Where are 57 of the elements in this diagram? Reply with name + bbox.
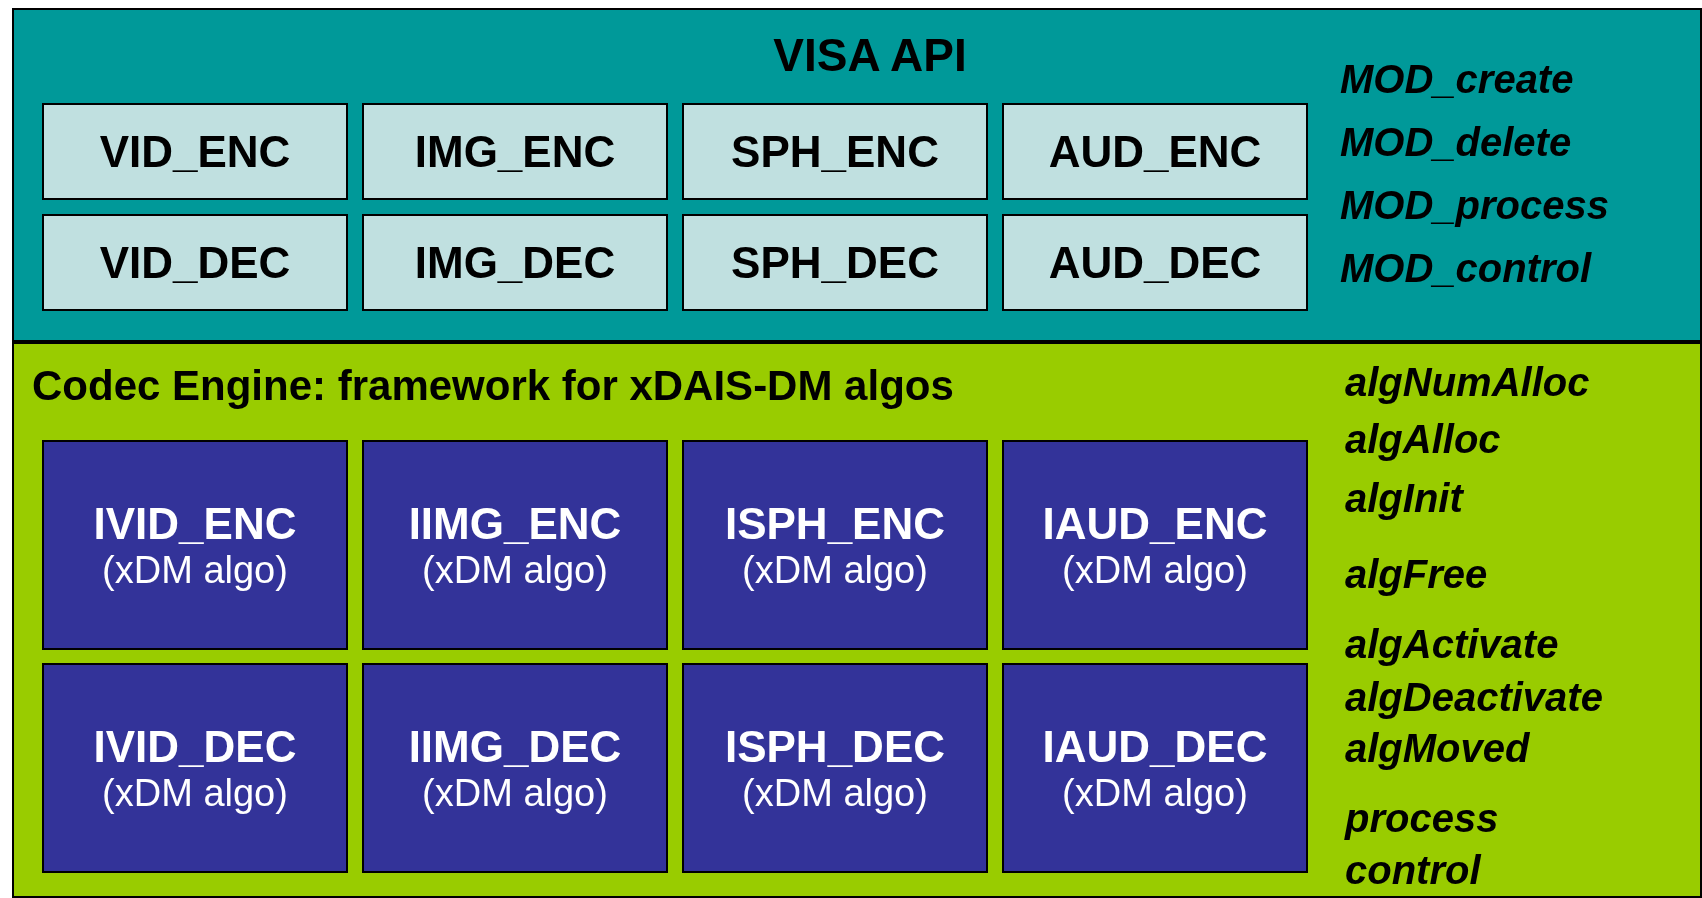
module-note: (xDM algo)	[422, 771, 608, 815]
module-box	[42, 663, 348, 873]
module-name: IIMG_DEC	[408, 721, 622, 772]
module-note: (xDM algo)	[422, 548, 608, 592]
function-name: algAlloc	[1345, 416, 1501, 462]
module-name: IIMG_ENC	[408, 498, 622, 549]
function-name: algDeactivate	[1345, 674, 1603, 720]
module-note: (xDM algo)	[1062, 771, 1248, 815]
module-box	[42, 440, 348, 650]
module-name: IAUD_DEC	[1042, 721, 1268, 772]
module-box	[42, 103, 348, 200]
module-name: IVID_ENC	[93, 498, 297, 549]
module-name: AUD_ENC	[1048, 126, 1262, 177]
function-name: algNumAlloc	[1345, 359, 1590, 405]
module-name: SPH_DEC	[731, 237, 939, 288]
layer-band	[12, 8, 1702, 342]
module-name: ISPH_ENC	[724, 498, 946, 549]
function-name: algFree	[1345, 551, 1488, 597]
function-name: process	[1345, 795, 1499, 841]
module-box	[1002, 103, 1308, 200]
module-note: (xDM algo)	[102, 548, 288, 592]
module-name: AUD_DEC	[1048, 237, 1262, 288]
layer-band	[12, 342, 1702, 898]
function-name: control	[1345, 847, 1481, 893]
module-name: SPH_ENC	[731, 126, 939, 177]
module-name: VID_ENC	[99, 126, 291, 177]
module-box	[1002, 214, 1308, 311]
function-name: algActivate	[1345, 621, 1559, 667]
function-name: algInit	[1345, 475, 1463, 521]
module-name: ISPH_DEC	[724, 721, 946, 772]
module-box	[682, 103, 988, 200]
module-box	[362, 103, 668, 200]
function-name: MOD_process	[1340, 182, 1609, 228]
module-box	[362, 214, 668, 311]
module-box	[362, 663, 668, 873]
module-box	[682, 440, 988, 650]
module-box	[1002, 663, 1308, 873]
module-box	[362, 440, 668, 650]
module-name: IAUD_ENC	[1042, 498, 1268, 549]
module-note: (xDM algo)	[742, 771, 928, 815]
module-name: IMG_DEC	[414, 237, 616, 288]
layer-title: VISA API	[773, 28, 967, 82]
module-note: (xDM algo)	[742, 548, 928, 592]
module-name: IMG_ENC	[414, 126, 616, 177]
function-name: MOD_delete	[1340, 119, 1572, 165]
module-name: IVID_DEC	[93, 721, 297, 772]
module-box	[42, 214, 348, 311]
module-box	[1002, 440, 1308, 650]
function-name: algMoved	[1345, 725, 1530, 771]
function-name: MOD_control	[1340, 245, 1592, 291]
layer-title: Codec Engine: framework for xDAIS-DM algos	[32, 362, 954, 410]
module-box	[682, 663, 988, 873]
function-name: MOD_create	[1340, 56, 1574, 102]
module-note: (xDM algo)	[1062, 548, 1248, 592]
module-box	[682, 214, 988, 311]
module-name: VID_DEC	[99, 237, 291, 288]
module-note: (xDM algo)	[102, 771, 288, 815]
